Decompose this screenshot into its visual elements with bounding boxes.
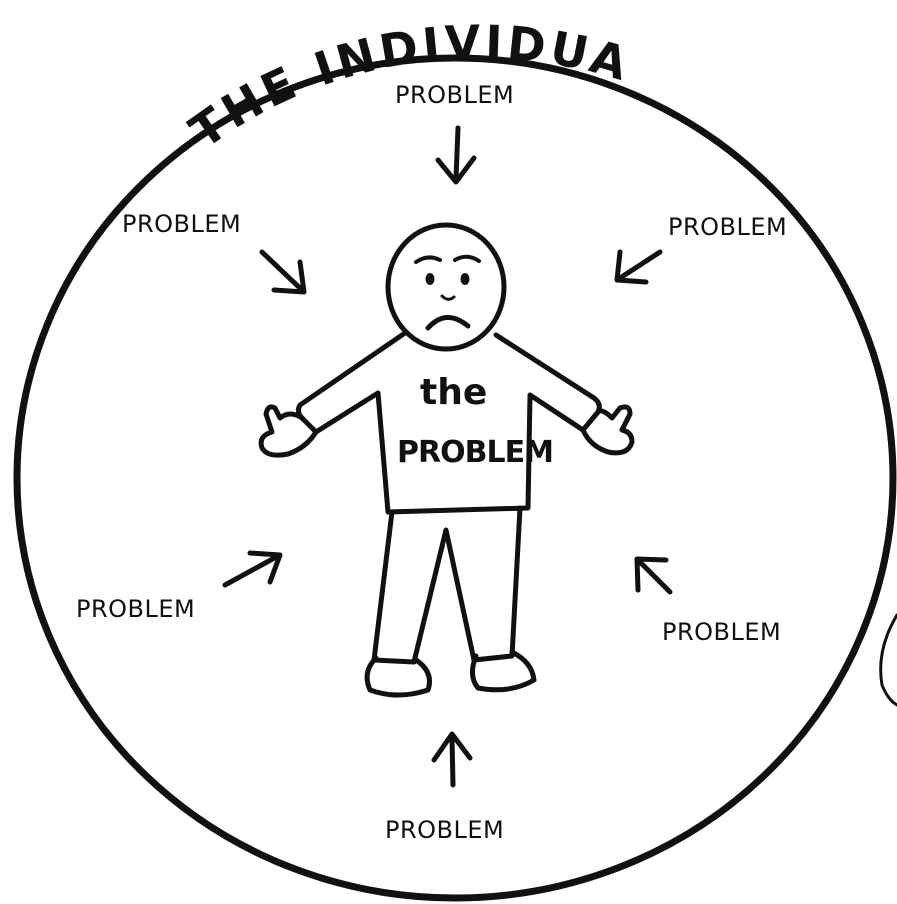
problem-label-top: PROBLEM [395,81,514,109]
edge-fragment-arc [881,615,897,705]
left-eyebrow [416,257,440,262]
left-hand [261,407,316,455]
arrow-top [438,128,474,182]
arrow-lower-left [225,553,280,585]
problem-label-bottom: PROBLEM [385,816,504,844]
right-hand [583,407,632,453]
shirt-text-problem: PROBLEM [397,435,553,470]
diagram-title: THE INDIVIDUAL [0,0,637,159]
arrow-upper-left [262,252,304,292]
sad-person: the PROBLEM [261,225,632,695]
shirt [298,333,599,512]
problem-label-lower-right: PROBLEM [662,618,781,646]
pants [374,508,520,662]
problem-label-upper-right: PROBLEM [668,213,787,241]
arrow-lower-right [637,559,670,592]
nose [442,296,454,299]
problem-label-upper-left: PROBLEM [122,210,241,238]
arrow-bottom [434,734,470,785]
left-eye [426,273,435,285]
head [388,225,504,349]
right-eye [461,273,470,285]
shirt-text-the: the [420,372,487,413]
frown-mouth [428,317,468,328]
right-eyebrow [455,257,479,261]
arrow-upper-right [617,252,660,282]
problem-label-lower-left: PROBLEM [76,595,195,623]
